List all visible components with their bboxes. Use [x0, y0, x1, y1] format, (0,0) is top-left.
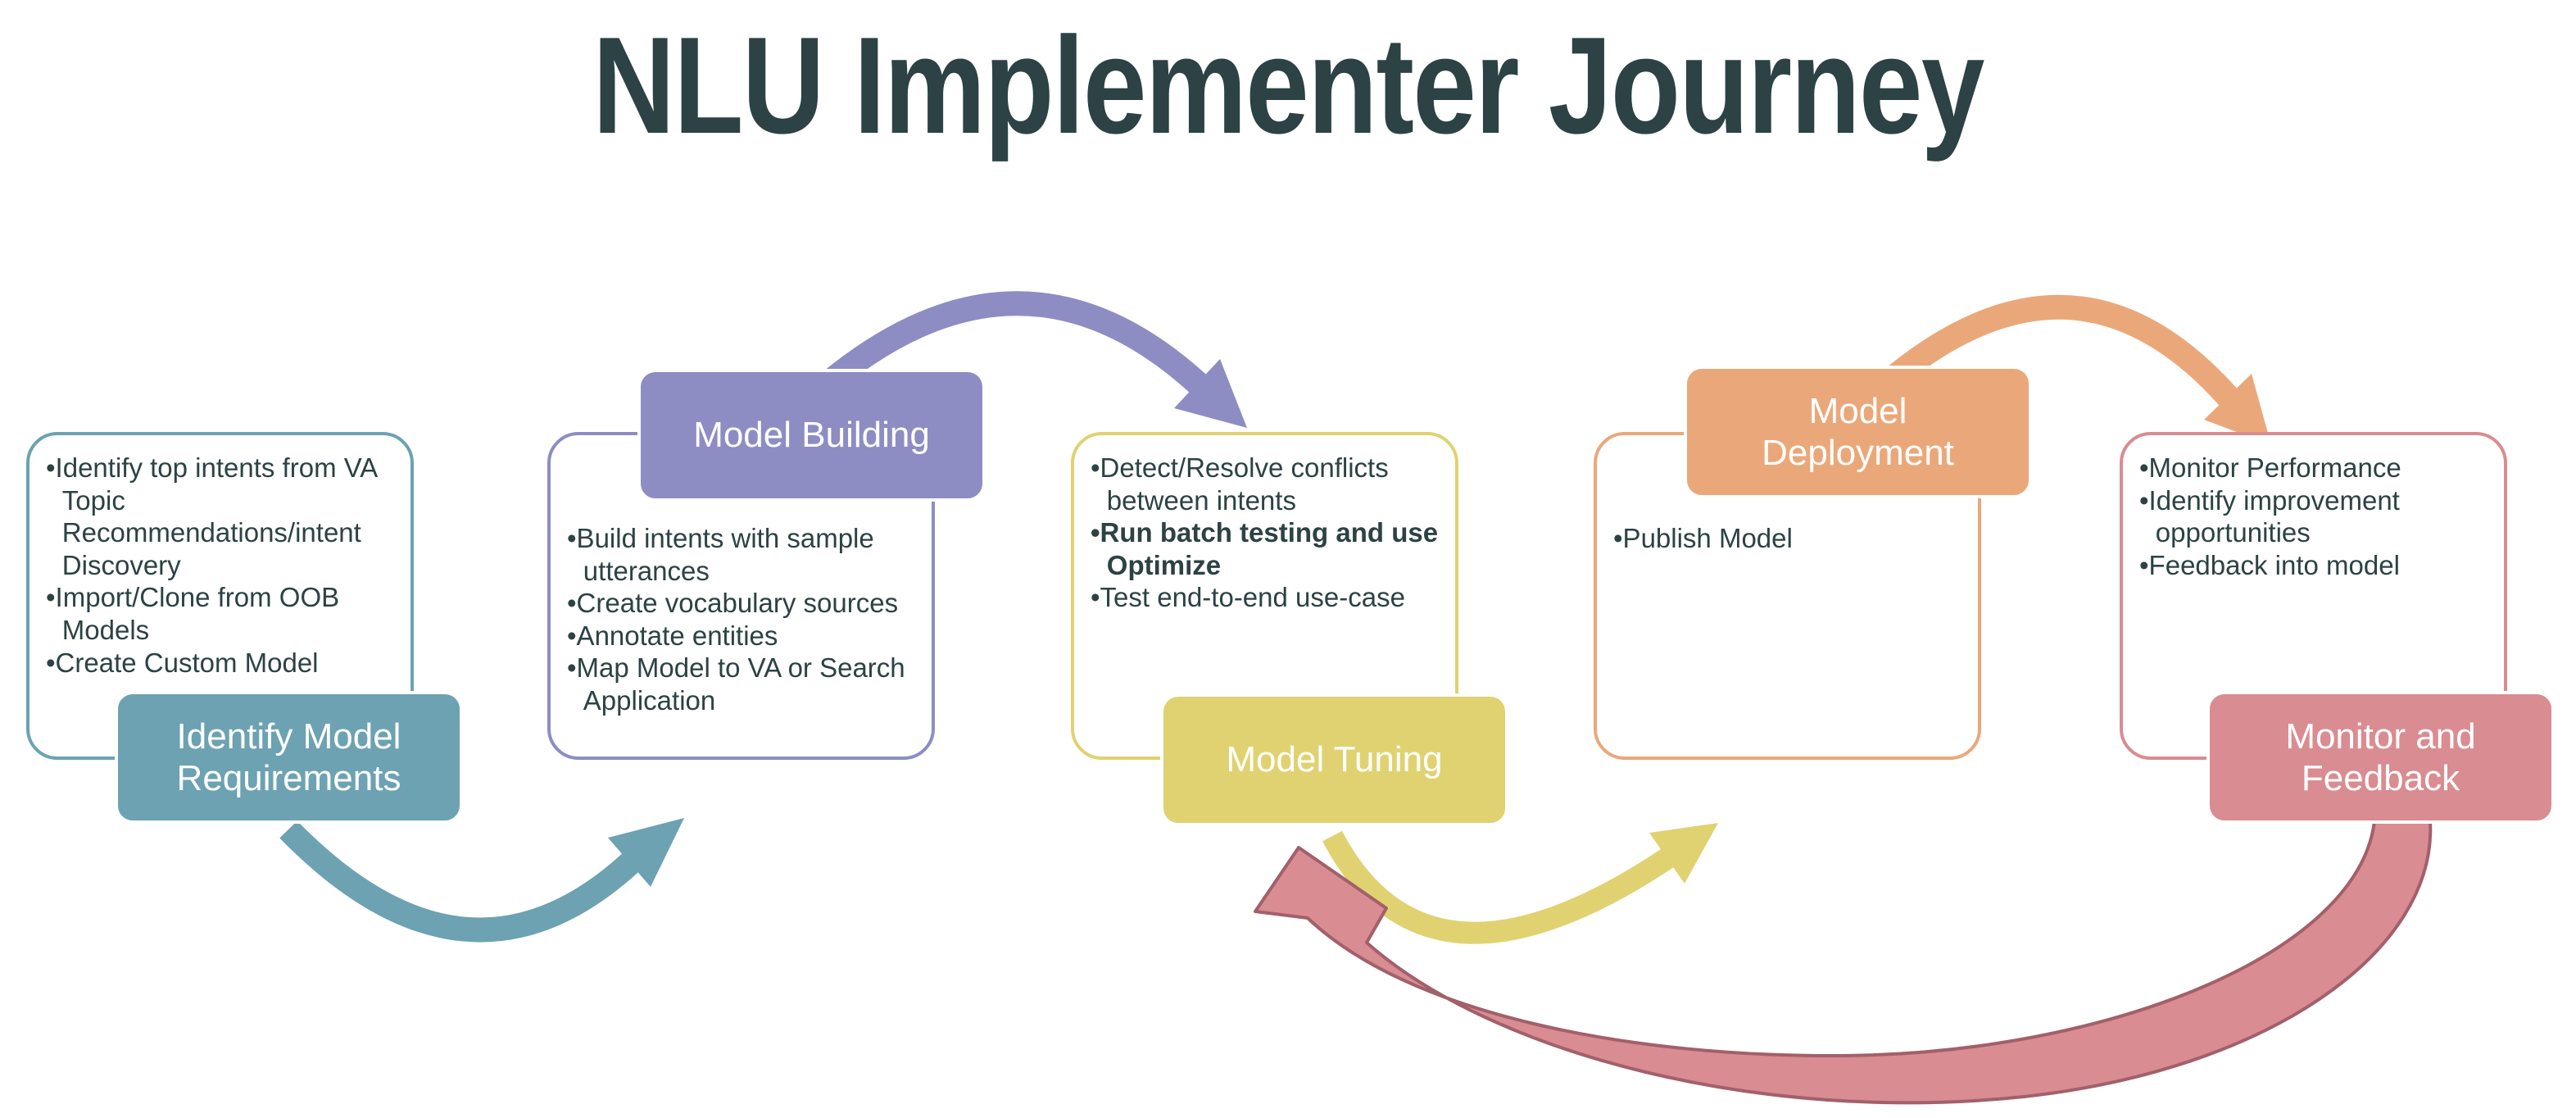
stage-label-model-building: Model Building: [637, 369, 986, 502]
stage-label-monitor-and-feedback: Monitor and Feedback: [2206, 691, 2555, 824]
arrow-building-to-tuning-head: [1174, 359, 1247, 428]
stage-label-model-tuning: Model Tuning: [1160, 693, 1508, 826]
bullet-item: •Create vocabulary sources: [567, 588, 899, 619]
stage-bullets-model-tuning: •Detect/Resolve conflicts between intent…: [1091, 452, 1445, 614]
arrow-tuning-to-deployment: [1322, 823, 1718, 944]
arrow-monitor-back-to-tuning-shape: [1254, 820, 2433, 1105]
bullet-item: •Identify top intents from VA Topic Reco…: [46, 452, 377, 580]
arrow-building-to-tuning-line: [798, 291, 1207, 411]
arrow-requirements-to-building: [279, 818, 684, 943]
bullet-item: •Publish Model: [1613, 523, 1793, 553]
stage-bullets-model-building: •Build intents with sample utterances•Cr…: [567, 522, 922, 717]
bullet-item: •Build intents with sample utterances: [567, 523, 874, 586]
arrow-monitor-back-to-tuning: [1254, 820, 2433, 1105]
stage-label-identify-model-requirements: Identify Model Requirements: [115, 691, 463, 824]
stage-label-model-deployment: Model Deployment: [1684, 366, 2032, 498]
arrow-deployment-to-monitor: [1844, 294, 2271, 445]
stage-panel-identify-model-requirements: •Identify top intents from VA Topic Reco…: [26, 432, 414, 760]
arrow-requirements-to-building-head: [608, 818, 684, 887]
bullet-item: •Annotate entities: [567, 620, 778, 651]
arrow-deployment-to-monitor-head: [2204, 374, 2271, 445]
bullet-item: •Identify improvement opportunities: [2139, 484, 2400, 548]
page-title: NLU Implementer Journey: [592, 8, 1984, 162]
stage-bullets-identify-model-requirements: •Identify top intents from VA Topic Reco…: [46, 452, 401, 679]
bullet-item: •Feedback into model: [2139, 549, 2400, 580]
arrow-requirements-to-building-line: [279, 820, 640, 943]
bullet-item: •Run batch testing and use Optimize: [1091, 517, 1439, 580]
bullet-item: •Detect/Resolve conflicts between intent…: [1091, 452, 1389, 516]
arrow-building-to-tuning: [798, 291, 1247, 428]
arrow-tuning-to-deployment-head: [1649, 823, 1718, 884]
stage-bullets-model-deployment: •Publish Model: [1613, 522, 1968, 555]
arrow-deployment-to-monitor-line: [1844, 294, 2238, 423]
bullet-item: •Monitor Performance: [2139, 452, 2401, 483]
bullet-item: •Import/Clone from OOB Models: [46, 582, 340, 645]
bullet-item: •Create Custom Model: [46, 647, 319, 678]
bullet-item: •Map Model to VA or Search Application: [567, 652, 905, 716]
stage-bullets-monitor-and-feedback: •Monitor Performance•Identify improvemen…: [2139, 452, 2494, 581]
arrow-tuning-to-deployment-line: [1322, 830, 1674, 944]
bullet-item: •Test end-to-end use-case: [1091, 582, 1405, 613]
